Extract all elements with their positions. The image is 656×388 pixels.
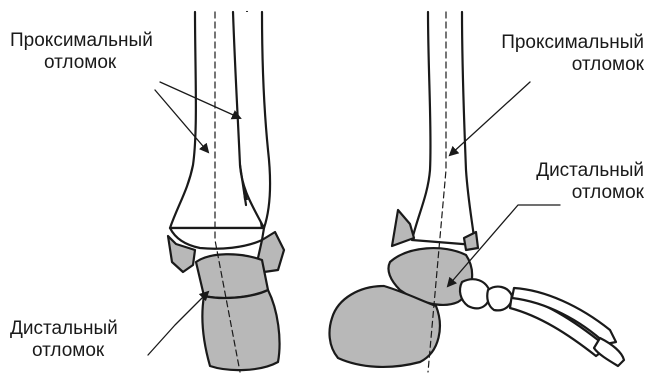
label-front-distal: Дистальный отломок xyxy=(10,318,118,362)
label-front-proximal-line2: отломок xyxy=(10,52,153,74)
label-front-distal-line1: Дистальный xyxy=(10,318,118,340)
side-posterior-fragment xyxy=(392,210,414,246)
label-front-proximal: Проксимальный отломок xyxy=(10,30,153,74)
side-phalanges xyxy=(594,338,624,366)
label-front-distal-line2: отломок xyxy=(10,340,118,362)
label-side-distal-line1: Дистальный xyxy=(536,160,644,182)
front-calcaneus xyxy=(202,290,279,370)
label-side-proximal-line2: отломок xyxy=(501,54,644,76)
label-front-proximal-line1: Проксимальный xyxy=(10,30,153,52)
label-side-distal-line2: отломок xyxy=(536,182,644,204)
side-tibia-shaft xyxy=(412,12,475,245)
side-cuneiform xyxy=(487,287,512,311)
front-talus xyxy=(196,254,268,298)
front-view xyxy=(148,12,284,372)
label-side-proximal: Проксимальный отломок xyxy=(501,32,644,76)
label-side-distal: Дистальный отломок xyxy=(536,160,644,204)
side-navicular xyxy=(460,279,490,308)
label-side-proximal-line1: Проксимальный xyxy=(501,32,644,54)
